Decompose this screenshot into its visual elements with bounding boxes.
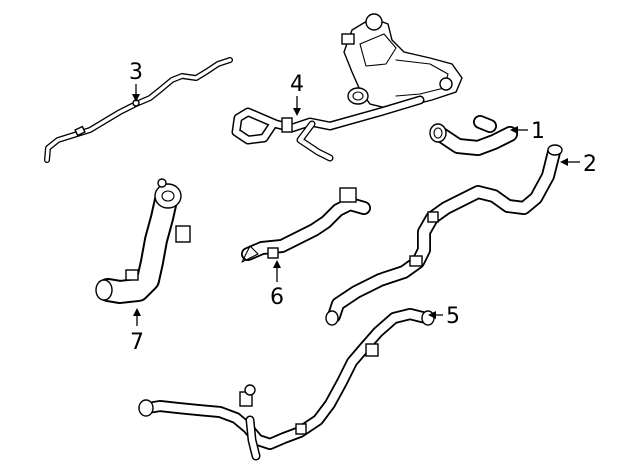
part-6-hose[interactable] — [241, 187, 371, 263]
callout-5: 5 — [428, 304, 460, 329]
part-3-tube[interactable] — [44, 57, 233, 163]
callout-1: 1 — [510, 119, 545, 144]
part-4-thermostat-housing[interactable] — [231, 13, 463, 162]
callout-1-label: 1 — [531, 119, 545, 144]
callout-3-label: 3 — [129, 60, 143, 85]
part-1-hose[interactable] — [429, 115, 518, 156]
part-5-hose[interactable] — [138, 308, 435, 461]
callout-4: 4 — [290, 72, 304, 116]
callout-3: 3 — [129, 60, 143, 102]
part-7-hose[interactable] — [95, 178, 191, 304]
callout-7-label: 7 — [130, 330, 144, 355]
callout-2: 2 — [560, 152, 597, 177]
callout-5-label: 5 — [446, 304, 460, 329]
callout-6-label: 6 — [270, 285, 284, 310]
callout-6: 6 — [270, 260, 284, 310]
callout-7: 7 — [130, 308, 144, 355]
callout-4-label: 4 — [290, 72, 304, 97]
callout-2-label: 2 — [583, 152, 597, 177]
part-2-hose[interactable] — [325, 144, 563, 326]
